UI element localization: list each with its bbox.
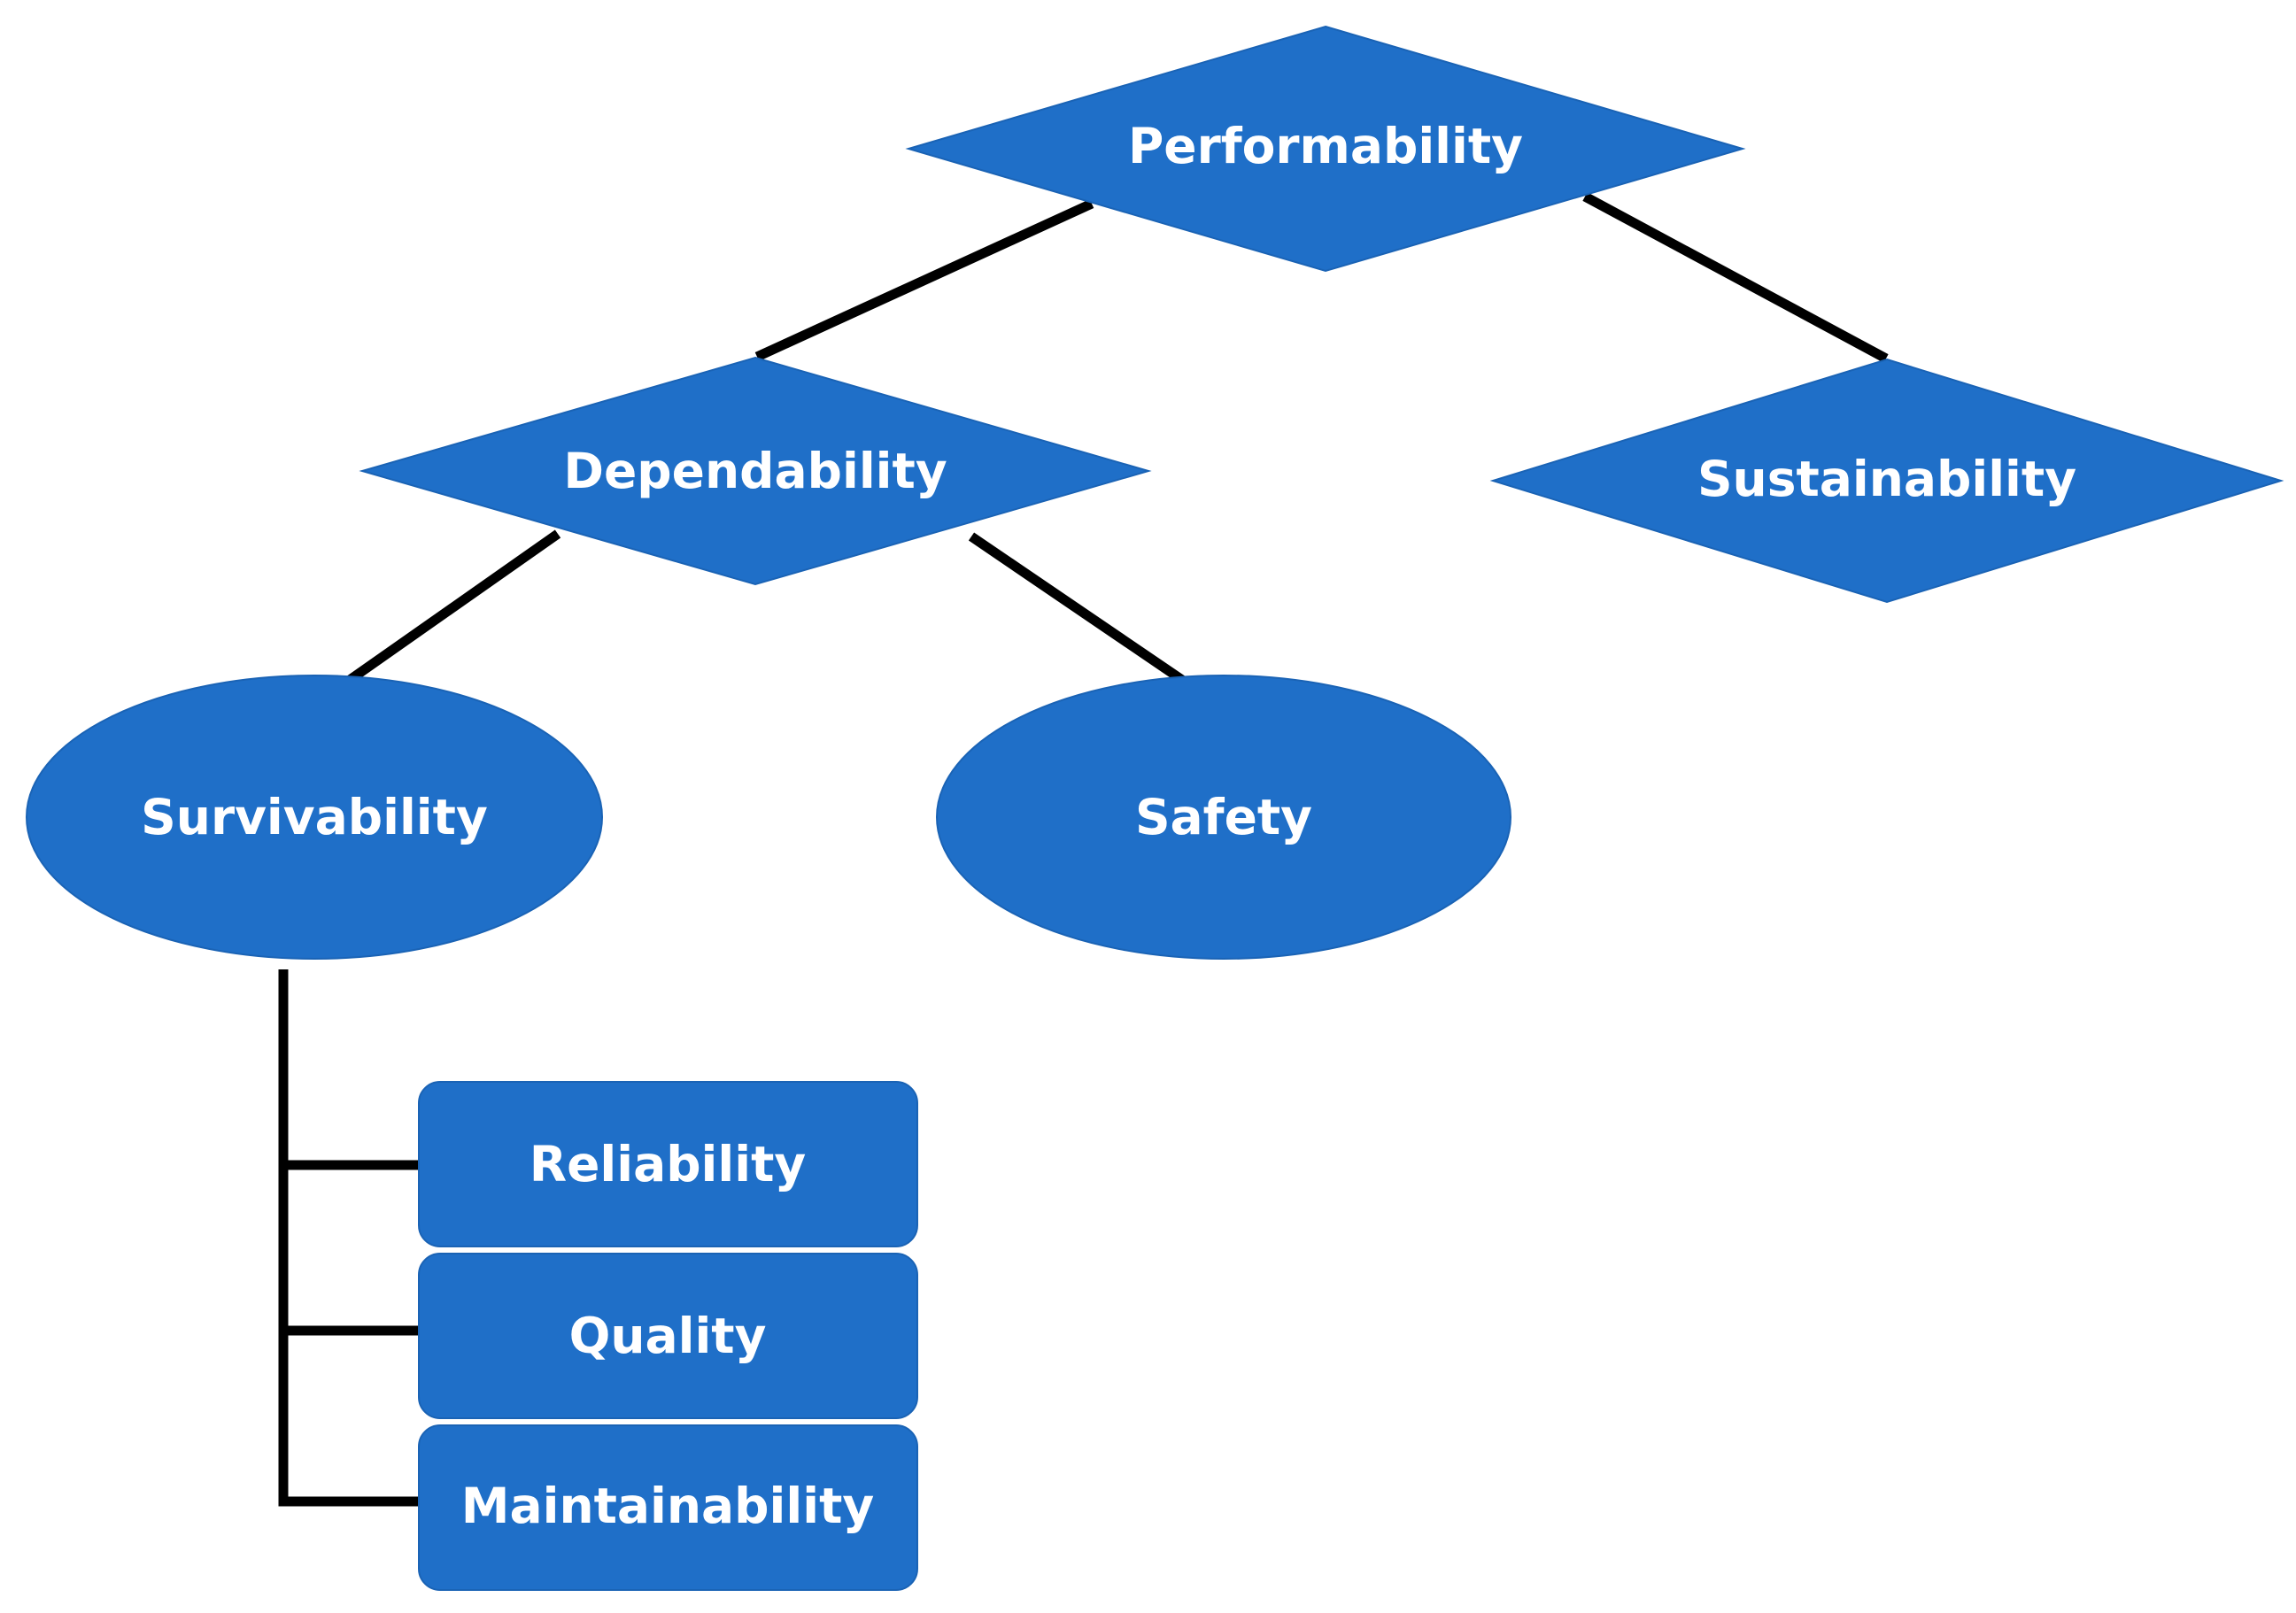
sustainability-diamond [1489,358,2284,604]
node-survivability: Survivability [26,675,603,960]
edge-performability-dependability [754,198,1094,362]
node-dependability: Dependability [359,356,1152,586]
maintainability-box [418,1424,918,1591]
node-maintainability: Maintainability [418,1424,918,1591]
survivability-ellipse [26,675,603,960]
safety-label: Safety [1135,789,1312,845]
performability-diamond [905,25,1746,273]
edge-performability-sustainability [1582,192,1889,363]
node-quality: Quality [418,1253,918,1419]
performability-label: Performability [1128,118,1523,174]
edge-survivability-bracket [278,969,421,1507]
reliability-box [418,1081,918,1247]
edge-dependability-safety [968,532,1186,684]
edge-dependability-survivability [346,529,561,684]
maintainability-label: Maintainability [461,1478,874,1534]
quality-box [418,1253,918,1419]
dependability-label: Dependability [563,443,947,499]
quality-label: Quality [569,1308,767,1364]
node-safety: Safety [936,675,1511,960]
survivability-label: Survivability [141,789,488,845]
node-sustainability: Sustainability [1489,358,2284,604]
safety-ellipse [936,675,1511,960]
dependability-diamond [359,356,1152,586]
sustainability-label: Sustainability [1697,451,2076,507]
node-reliability: Reliability [418,1081,918,1247]
reliability-label: Reliability [530,1136,807,1192]
node-performability: Performability [905,25,1746,273]
